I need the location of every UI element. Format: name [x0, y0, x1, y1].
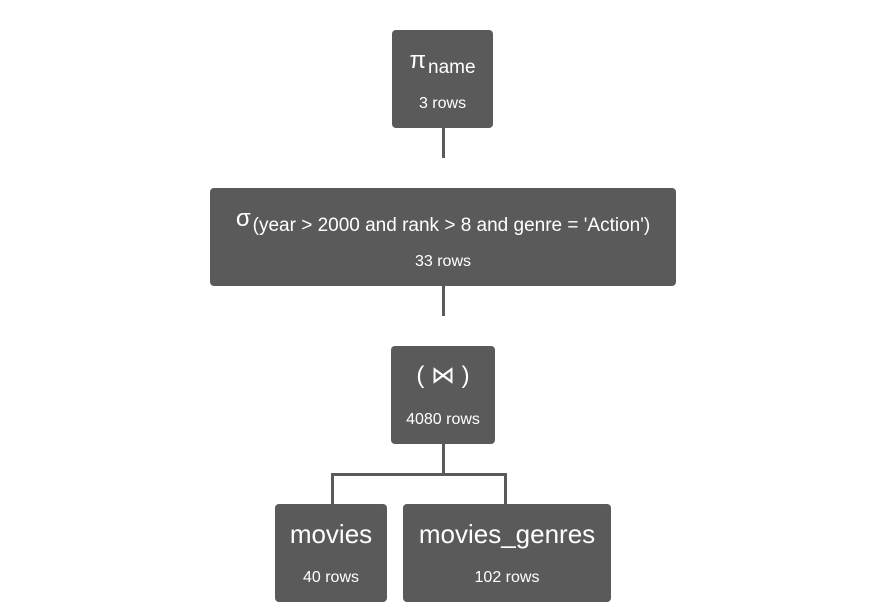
selection-operator: σ(year > 2000 and rank > 8 and genre = '… — [210, 205, 676, 236]
join-node[interactable]: ( ⋈ ) 4080 rows — [391, 346, 495, 444]
projection-attributes: name — [428, 57, 476, 78]
selection-symbol: σ — [235, 205, 251, 232]
selection-row-count: 33 rows — [414, 253, 472, 270]
projection-row-count: 3 rows — [418, 95, 467, 112]
selection-condition: (year > 2000 and rank > 8 and genre = 'A… — [252, 215, 651, 236]
relation-name: movies — [289, 519, 373, 549]
join-row-count: 4080 rows — [406, 411, 480, 428]
edge-join-left — [331, 473, 334, 505]
projection-symbol: π — [409, 47, 427, 74]
join-operator: ( ⋈ ) — [391, 362, 495, 393]
relation-node-movies-genres[interactable]: movies_genres 102 rows — [403, 504, 611, 602]
edge-join-crossbar — [331, 473, 507, 476]
relation-node-movies[interactable]: movies 40 rows — [275, 504, 387, 602]
edge-selection-join — [442, 286, 445, 316]
edge-join-trunk — [442, 444, 445, 475]
join-symbol: ( ⋈ ) — [416, 362, 470, 389]
relation-row-count: 40 rows — [302, 569, 360, 586]
edge-projection-selection — [442, 128, 445, 158]
relation-row-count: 102 rows — [474, 569, 540, 586]
edge-join-right — [504, 473, 507, 505]
selection-node[interactable]: σ(year > 2000 and rank > 8 and genre = '… — [210, 188, 676, 286]
relation-name: movies_genres — [418, 519, 596, 549]
